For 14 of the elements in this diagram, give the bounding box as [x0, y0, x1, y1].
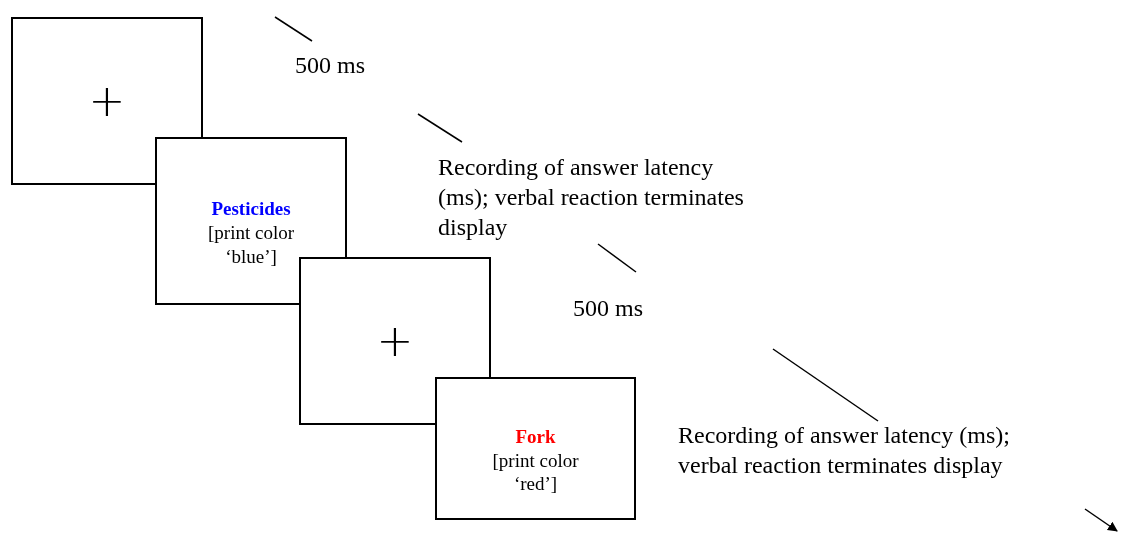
timeline-label: 500 ms [295, 51, 366, 80]
fixation-screen [11, 17, 203, 185]
stimulus-screen [155, 137, 347, 305]
timeline-label: Recording of answer latency (ms); verbal reaction terminates display [678, 421, 1011, 480]
print-color-note: [print color ‘red’] [491, 448, 580, 497]
stimulus-screen [435, 377, 636, 520]
fixation-screen [299, 257, 491, 425]
fixation-cross: + [376, 319, 414, 363]
timeline-label: Recording of answer latency (ms); verbal reaction terminates display [438, 153, 745, 242]
stimulus-word: Fork [515, 424, 556, 449]
fixation-cross: + [88, 79, 126, 123]
timeline-label: 500 ms [573, 294, 644, 323]
print-color-note: [print color ‘blue’] [207, 221, 295, 269]
stimulus-word: Pesticides [211, 197, 291, 222]
